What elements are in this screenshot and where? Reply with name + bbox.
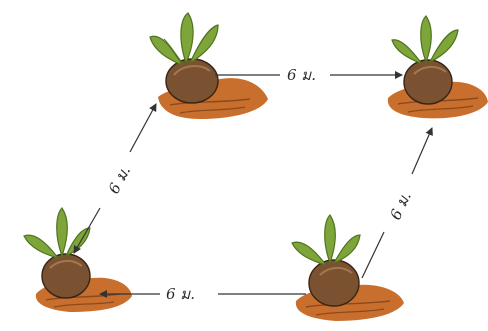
coconut-seedling-top-left <box>150 13 268 119</box>
measure-bottom-label: 6 ม. <box>166 285 195 303</box>
measure-right-label: 6 ม. <box>386 189 415 223</box>
measure-right: 6 ม. <box>362 128 432 278</box>
coconut-seedling-bottom-right <box>292 215 404 321</box>
measure-bottom: 6 ม. <box>100 285 306 303</box>
measure-left: 6 ม. <box>74 104 156 253</box>
measure-top-label: 6 ม. <box>287 66 316 84</box>
measure-left-label: 6 ม. <box>105 163 134 197</box>
coconut-seedling-top-right <box>388 16 488 118</box>
coconut-seedling-bottom-left <box>24 208 132 312</box>
